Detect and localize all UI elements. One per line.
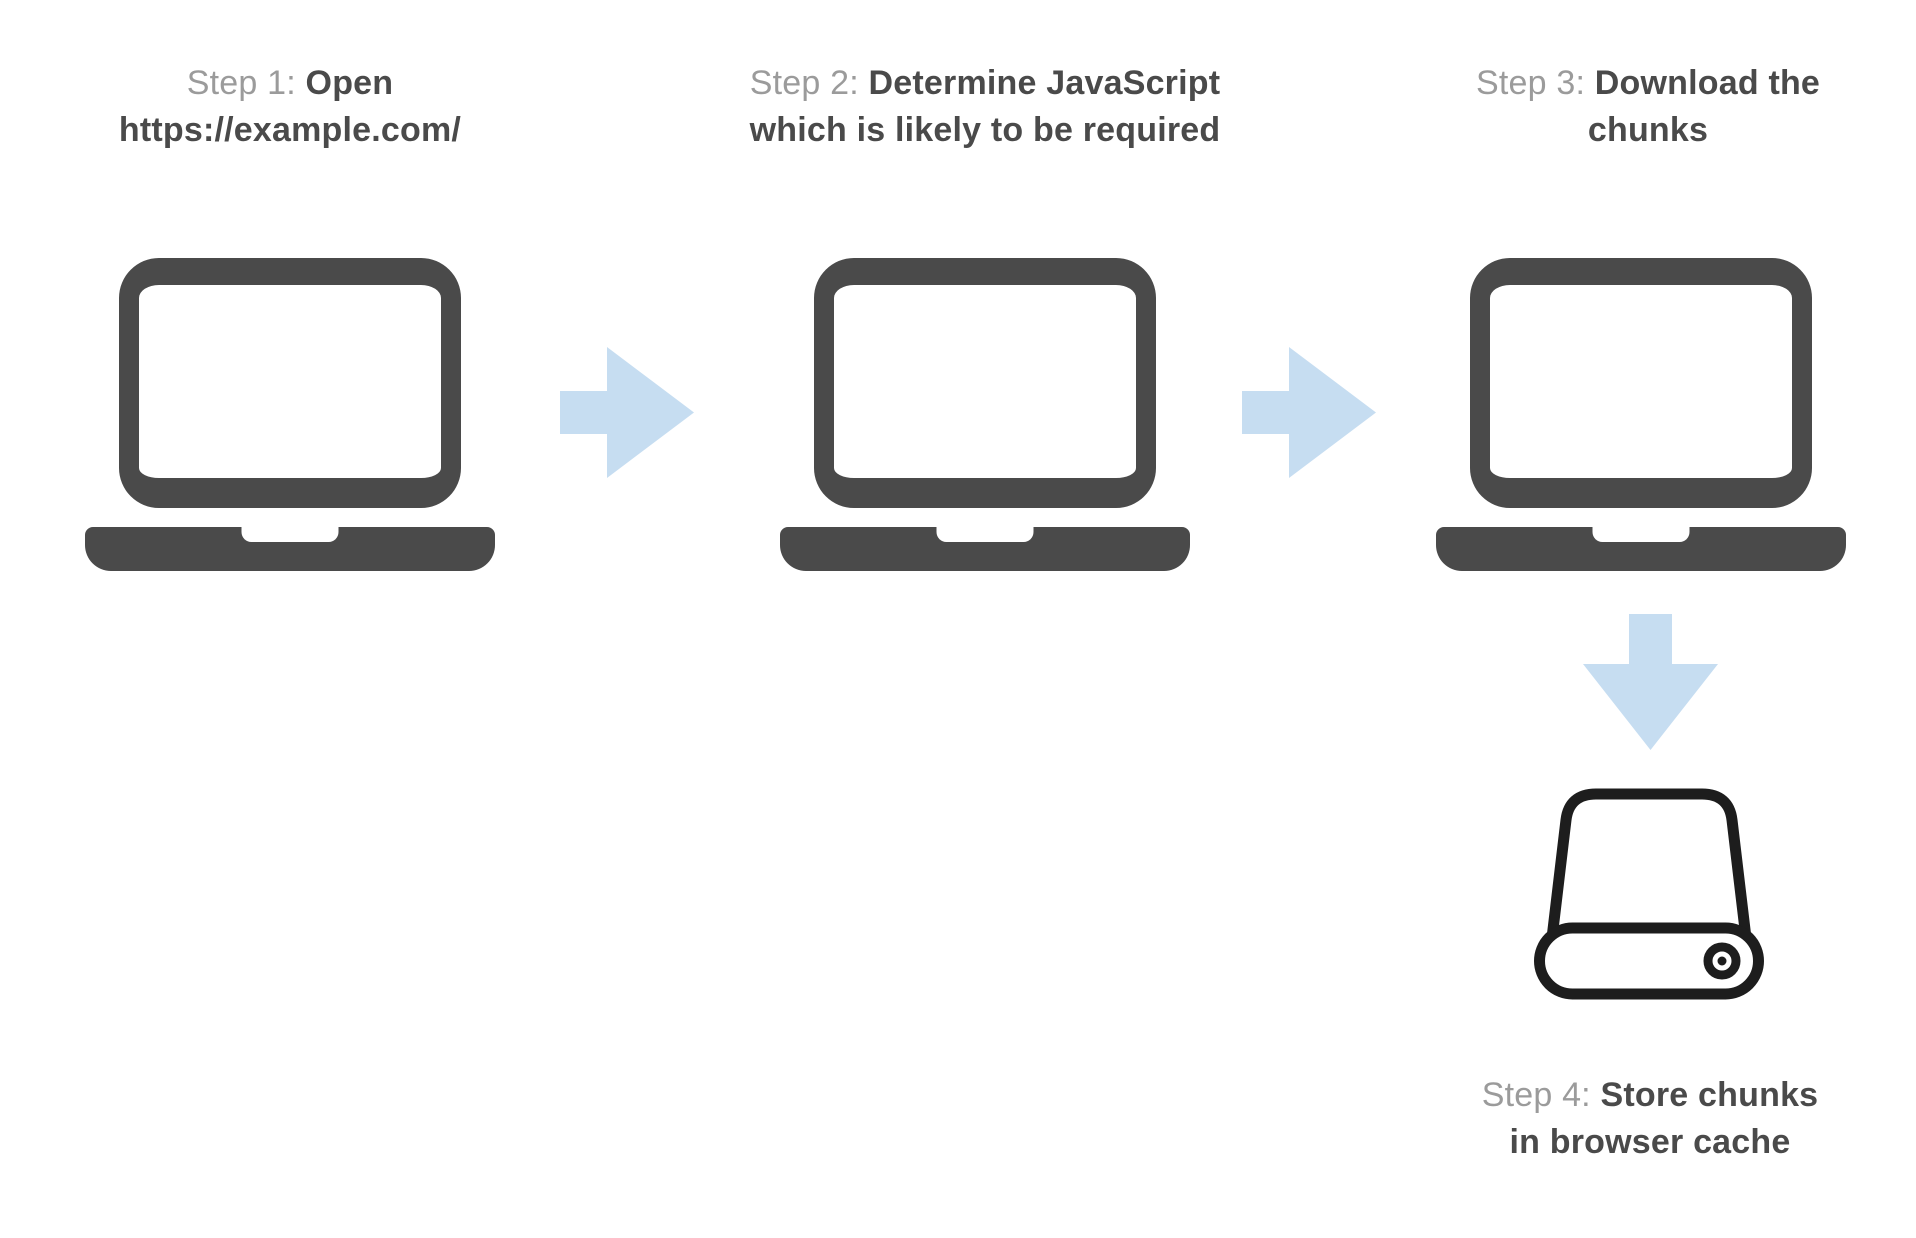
laptop-screen: [814, 258, 1156, 508]
step-3-title-line1: Download the: [1594, 64, 1821, 102]
step-4-title-line2: in browser cache: [1509, 1123, 1791, 1161]
arrow-right-icon: [560, 347, 694, 478]
step-3-prefix: Step 3:: [1475, 64, 1586, 102]
laptop-icon-step-1: [85, 258, 495, 571]
step-1-title-line2: https://example.com/: [118, 111, 462, 149]
step-2-title-line1: Determine JavaScript: [868, 64, 1221, 102]
step-4-label: Step 4: Store chunks in browser cache: [1360, 1072, 1916, 1166]
laptop-notch: [241, 527, 339, 542]
laptop-icon-step-2: [780, 258, 1190, 571]
laptop-base: [780, 527, 1190, 571]
step-1-label: Step 1: Open https://example.com/: [0, 60, 580, 154]
hard-drive-icon: [1534, 788, 1764, 1000]
step-2-prefix: Step 2:: [749, 64, 859, 102]
arrow-right-icon: [1242, 347, 1376, 478]
step-3-label: Step 3: Download the chunks: [1358, 60, 1916, 154]
step-2-title-line2: which is likely to be required: [749, 111, 1221, 149]
laptop-notch: [936, 527, 1034, 542]
laptop-base: [85, 527, 495, 571]
step-2-label: Step 2: Determine JavaScript which is li…: [655, 60, 1315, 154]
laptop-screen: [119, 258, 461, 508]
step-4-prefix: Step 4:: [1481, 1076, 1591, 1114]
step-1-prefix: Step 1:: [186, 64, 296, 102]
laptop-base: [1436, 527, 1846, 571]
step-3-title-line2: chunks: [1587, 111, 1709, 149]
arrow-down-icon: [1583, 614, 1718, 750]
step-4-title-line1: Store chunks: [1600, 1076, 1819, 1114]
step-1-title-line1: Open: [305, 64, 394, 102]
laptop-notch: [1592, 527, 1690, 542]
laptop-icon-step-3: [1436, 258, 1846, 571]
laptop-screen: [1470, 258, 1812, 508]
